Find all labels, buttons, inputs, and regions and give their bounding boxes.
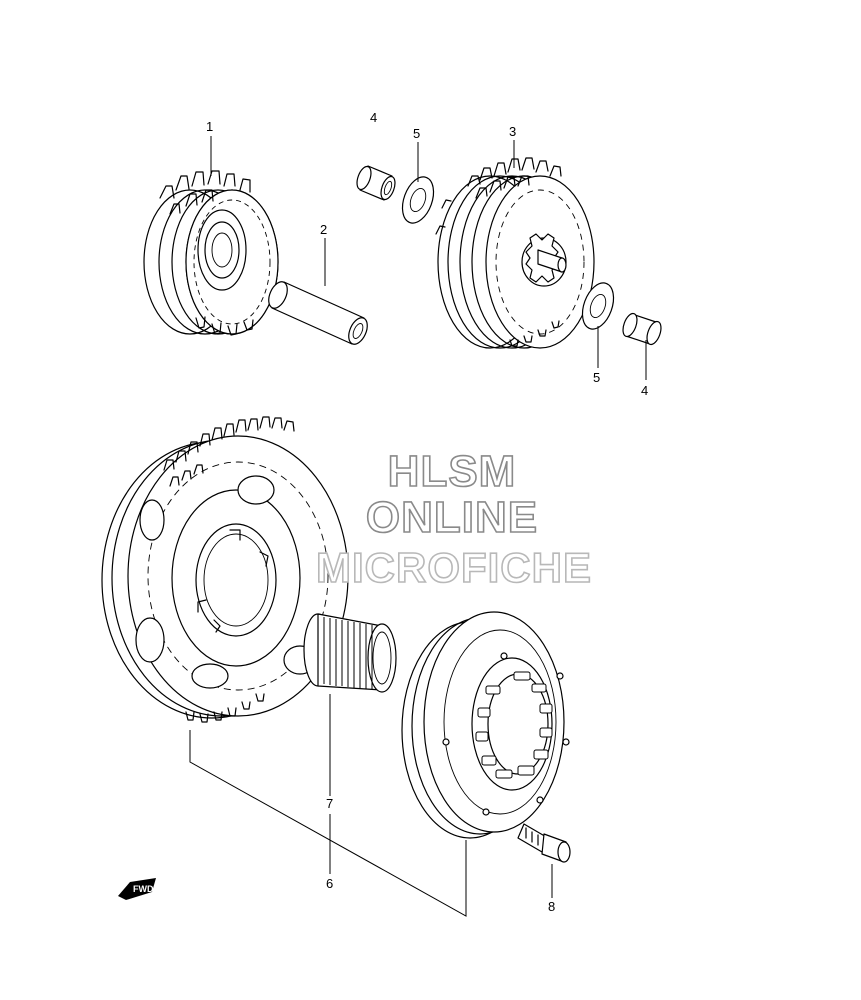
watermark: HLSM ONLINE MICROFICHE — [315, 446, 592, 592]
part-4-bushing-top — [356, 165, 396, 201]
callout-7: 7 — [326, 796, 333, 811]
callout-8: 8 — [548, 899, 555, 914]
forward-direction-arrow-icon: FWD — [118, 878, 156, 900]
part-2-shaft — [268, 281, 368, 345]
part-7-needle-bearing — [303, 613, 397, 693]
part-4-bushing-right — [622, 312, 662, 346]
callout-6: 6 — [326, 876, 333, 891]
part-5-washer-right — [581, 282, 615, 330]
part-8-bolt — [517, 823, 571, 863]
part-6-starter-clutch-gear — [101, 416, 349, 723]
callout-2: 2 — [320, 222, 327, 237]
leader-lines — [189, 136, 647, 917]
part-5-washer-top — [401, 176, 435, 224]
watermark-line-3: MICROFICHE — [316, 544, 592, 591]
watermark-line-2: ONLINE — [366, 493, 538, 542]
callout-4-top: 4 — [370, 110, 377, 125]
callout-5-top: 5 — [413, 126, 420, 141]
part-3-torque-limiter — [435, 157, 595, 349]
starter-clutch-body — [401, 611, 570, 839]
forward-label: FWD — [133, 884, 154, 894]
callout-5-right: 5 — [593, 370, 600, 385]
callout-1: 1 — [206, 119, 213, 134]
watermark-line-1: HLSM — [388, 447, 517, 496]
callout-4-right: 4 — [641, 383, 648, 398]
part-1-idle-gear — [143, 170, 279, 336]
callout-labels: 1 2 3 4 5 5 4 7 6 8 — [206, 110, 648, 914]
callout-3: 3 — [509, 124, 516, 139]
